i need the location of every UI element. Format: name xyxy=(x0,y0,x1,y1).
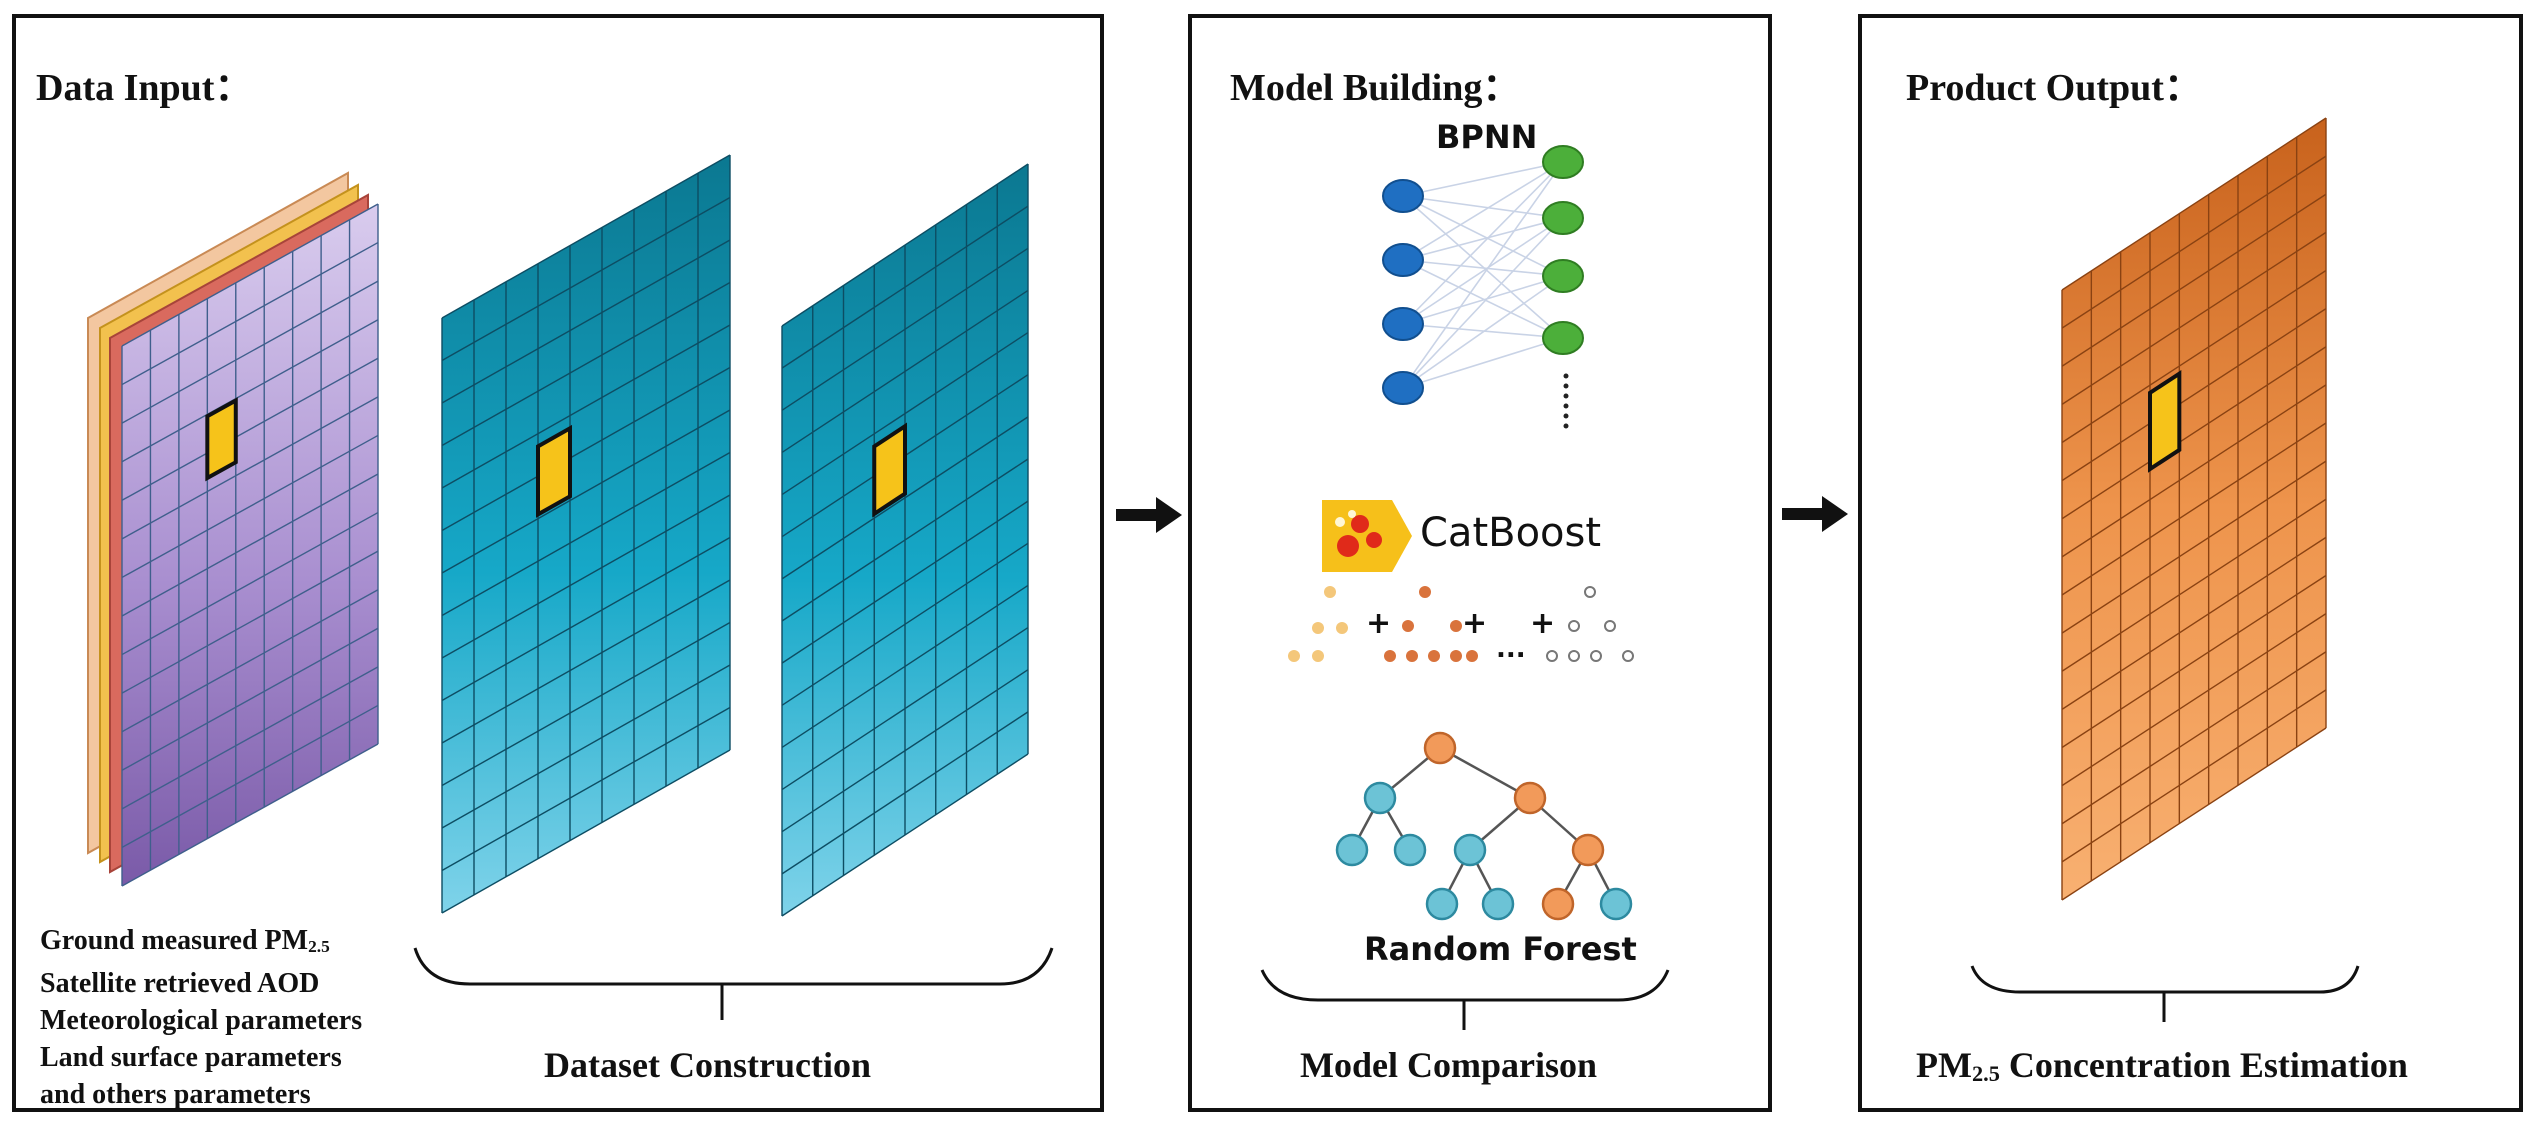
input-neuron xyxy=(1382,243,1424,277)
input-neuron xyxy=(1382,179,1424,213)
input-item-land-surface: Land surface parameters xyxy=(40,1042,342,1074)
dataset-grid-1 xyxy=(441,154,731,914)
ensemble-plus-3: + xyxy=(1530,606,1556,641)
catboost-logo-icon xyxy=(1322,500,1412,572)
output-grid xyxy=(2061,117,2327,901)
output-neuron xyxy=(1542,259,1584,293)
neural-network-icon xyxy=(1382,145,1584,429)
dataset-brace xyxy=(413,947,1054,1020)
bpnn-label: BPNN xyxy=(1436,118,1538,156)
arrow-right-icon xyxy=(1782,496,1848,532)
decision-tree-icon xyxy=(1335,731,1633,921)
input-item-pm25: Ground measured PM2.5 xyxy=(40,925,330,957)
input-item-aod: Satellite retrieved AOD xyxy=(40,968,320,1000)
product-output-title: Product Output： xyxy=(1906,67,2202,109)
ensemble-plus-2: + xyxy=(1462,606,1488,641)
output-neuron xyxy=(1542,145,1584,179)
highlighted-grid-cell xyxy=(2148,369,2182,473)
catboost-label: CatBoost xyxy=(1420,510,1602,556)
input-item-meteorological: Meteorological parameters xyxy=(40,1005,363,1037)
output-neuron xyxy=(1542,201,1584,235)
model-comparison-caption: Model Comparison xyxy=(1300,1045,1597,1085)
input-neuron xyxy=(1382,371,1424,405)
dataset-grid-2 xyxy=(781,163,1029,917)
highlighted-grid-cell xyxy=(205,397,238,482)
arrow-right-icon xyxy=(1116,497,1182,533)
ensemble-ellipsis: ... xyxy=(1496,634,1526,664)
model-building-panel: Model Building： BPNN CatBoost Random For… xyxy=(1188,14,1772,1112)
random-forest-label: Random Forest xyxy=(1364,930,1637,968)
pm25-estimation-caption: PM2.5 Concentration Estimation xyxy=(1916,1045,2408,1087)
output-brace xyxy=(1970,965,2360,1022)
highlighted-grid-cell xyxy=(536,424,572,518)
input-parameter-list: Ground measured PM2.5 Satellite retrieve… xyxy=(40,922,362,1113)
input-item-others: and others parameters xyxy=(40,1079,311,1111)
output-neuron xyxy=(1542,321,1584,355)
model-building-title: Model Building： xyxy=(1230,67,1521,109)
ensemble-plus-1: + xyxy=(1366,606,1392,641)
input-layer-stack xyxy=(87,171,379,887)
more-neurons-dots xyxy=(1563,373,1569,429)
input-neuron xyxy=(1382,307,1424,341)
dataset-construction-caption: Dataset Construction xyxy=(544,1045,871,1085)
catboost-ensemble-trees xyxy=(1288,586,1634,662)
stack-layer-purple xyxy=(121,203,379,887)
highlighted-grid-cell xyxy=(872,422,907,518)
data-input-title: Data Input： xyxy=(36,67,253,109)
model-brace xyxy=(1260,969,1670,1030)
